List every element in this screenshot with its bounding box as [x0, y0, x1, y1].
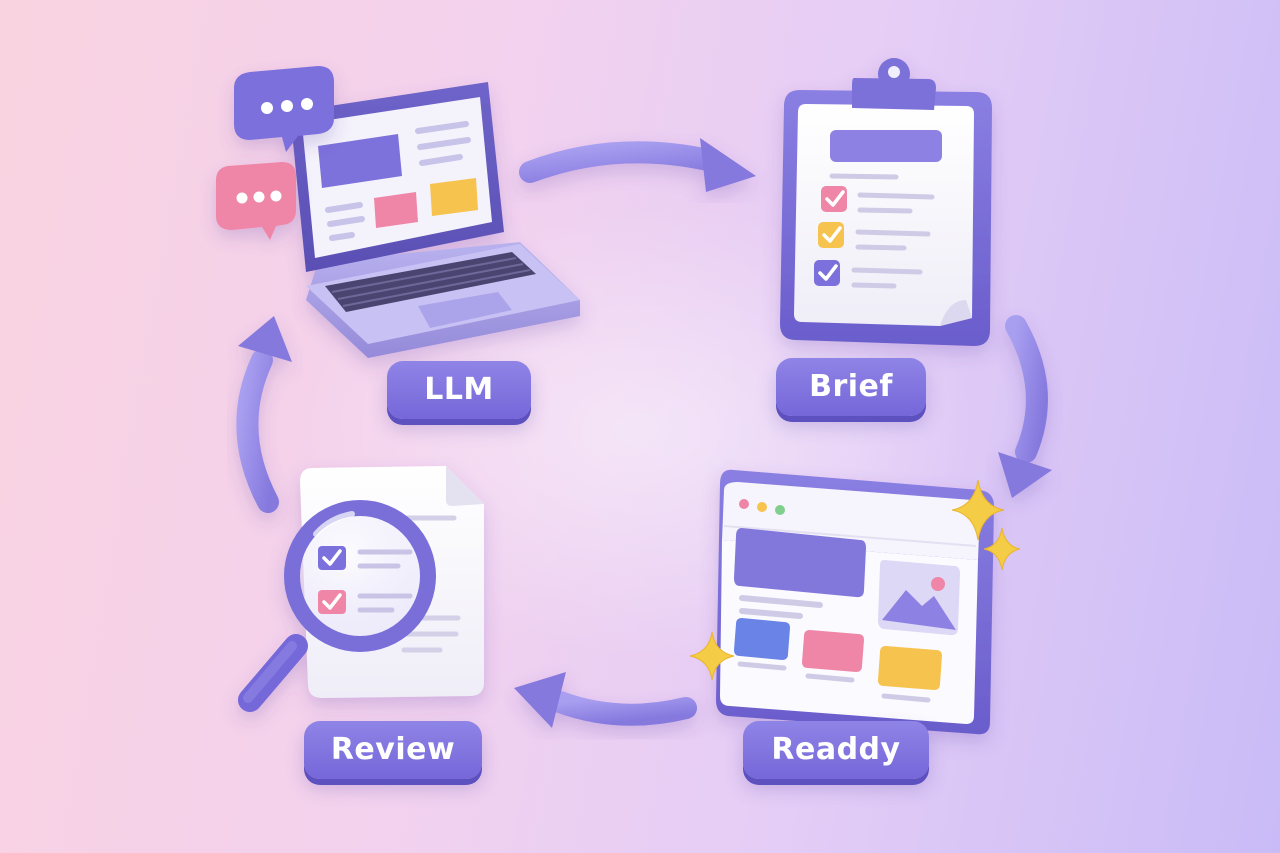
- stage-label-review: Review: [304, 721, 482, 779]
- arrow-llm-to-brief: [519, 138, 756, 192]
- arrow-review-to-llm: [236, 316, 292, 513]
- arrow-brief-to-readdy: [998, 315, 1052, 498]
- browser-window-icon: [716, 469, 994, 735]
- clipboard-icon: [780, 58, 992, 346]
- stage-label-llm: LLM: [387, 361, 531, 419]
- arrow-readdy-to-review: [514, 672, 697, 728]
- stage-label-readdy: Readdy: [743, 721, 929, 779]
- sparkle-icon: [689, 479, 1021, 681]
- chat-bubble-purple-icon: [234, 66, 334, 152]
- magnifier-document-icon: [238, 466, 484, 712]
- laptop-icon: [290, 82, 580, 358]
- chat-bubble-pink-icon: [216, 162, 296, 240]
- stage-label-brief: Brief: [776, 358, 926, 416]
